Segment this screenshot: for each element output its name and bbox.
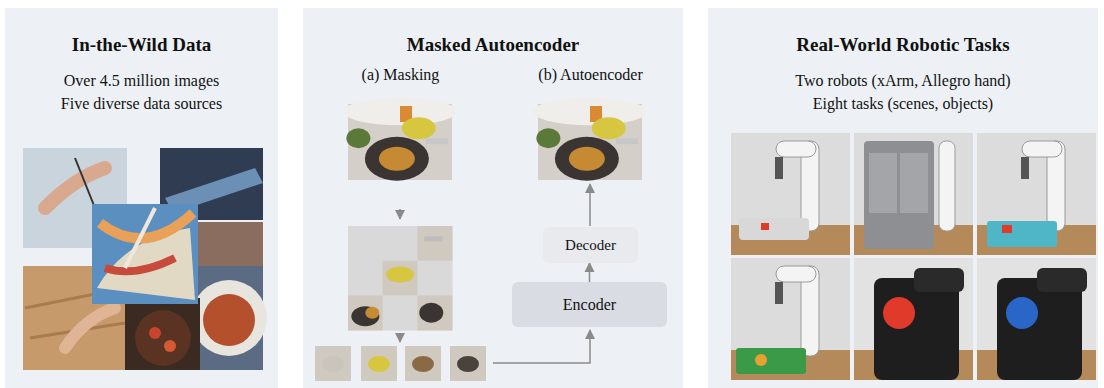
box-label: Decoder	[565, 237, 616, 254]
photo-part	[854, 133, 973, 255]
flow-arrow	[399, 334, 401, 342]
photo-part	[977, 258, 1096, 380]
photo-part	[450, 346, 486, 381]
flow-arrow	[493, 330, 590, 363]
panel-note: Two robots (xArm, Allegro hand)	[708, 72, 1098, 90]
photo-part	[348, 261, 383, 296]
panel-note: Eight tasks (scenes, objects)	[708, 95, 1098, 113]
step-label: (a) Masking	[323, 66, 478, 84]
panel-title: Masked Autoencoder	[303, 34, 683, 56]
panel-note: Five diverse data sources	[5, 95, 278, 113]
photo-part	[417, 295, 452, 330]
tasks-panel: Real-World Robotic TasksTwo robots (xArm…	[708, 8, 1098, 388]
photo-part	[92, 204, 198, 304]
photo-part	[405, 346, 441, 381]
data-panel: In-the-Wild DataOver 4.5 million imagesF…	[5, 8, 278, 388]
photo-part	[739, 218, 809, 240]
flow-arrow	[399, 209, 401, 219]
photo-part	[383, 295, 418, 330]
process-box: Encoder	[512, 282, 667, 327]
photo-part	[383, 261, 418, 296]
photo-part	[987, 221, 1057, 247]
panel-title: Real-World Robotic Tasks	[708, 34, 1098, 56]
photo-part	[900, 153, 928, 213]
illustration	[303, 8, 683, 388]
panel-title: In-the-Wild Data	[5, 34, 278, 56]
photo-part	[1002, 225, 1012, 233]
photo-part	[125, 298, 200, 370]
illustration	[5, 8, 278, 388]
photo-part	[736, 348, 806, 374]
photo-part	[417, 226, 452, 261]
process-box: Decoder	[543, 227, 638, 263]
photo-part	[977, 133, 1096, 255]
panel-note: Over 4.5 million images	[5, 72, 278, 90]
photo-part	[731, 258, 850, 380]
photo-part	[348, 226, 383, 261]
photo-part	[761, 223, 769, 230]
box-label: Encoder	[563, 296, 616, 314]
photo-part	[874, 278, 959, 380]
flow-arrow	[589, 263, 591, 282]
photo-part	[348, 295, 383, 330]
photo-part	[869, 153, 897, 213]
photo-part	[315, 346, 351, 381]
photo-part	[383, 226, 418, 261]
illustration	[708, 8, 1098, 388]
step-label: (b) Autoencoder	[513, 66, 668, 84]
photo-part	[864, 141, 934, 249]
photo-part	[417, 261, 452, 296]
photo-part	[361, 346, 397, 381]
method-panel: DecoderEncoder Masked Autoencoder (a) Mask…	[303, 8, 683, 388]
photo-part	[731, 133, 850, 255]
flow-arrow	[589, 184, 591, 226]
photo-part	[854, 258, 973, 380]
photo-part	[997, 278, 1082, 380]
